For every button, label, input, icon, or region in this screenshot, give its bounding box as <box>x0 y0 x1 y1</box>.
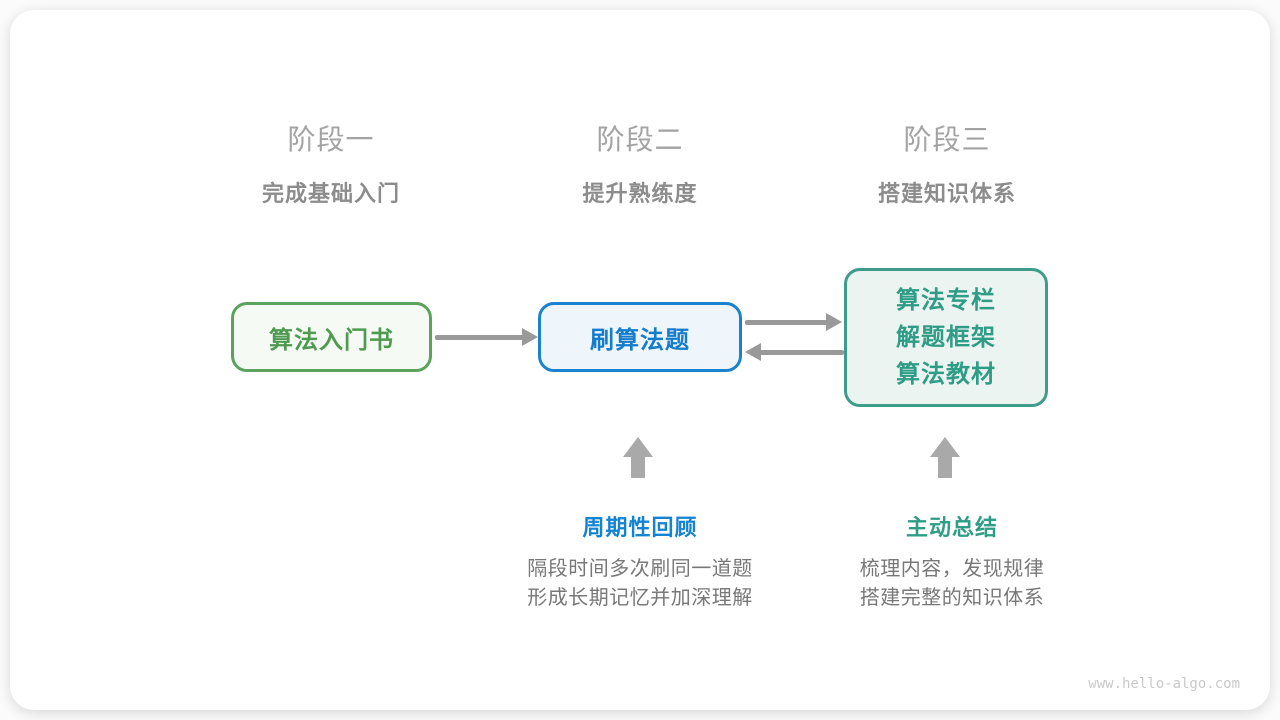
stage-3-subtitle: 搭建知识体系 <box>877 181 1016 206</box>
arrow-practice-to-resources-shaft <box>745 320 829 325</box>
arrow-up-stem <box>631 457 645 478</box>
arrow-right-icon <box>826 313 842 331</box>
node-resources-line-2: 解题框架 <box>896 324 996 351</box>
node-practice-problems-label: 刷算法题 <box>590 326 690 354</box>
node-practice-problems: 刷算法题 <box>538 302 742 372</box>
stage-1-subtitle: 完成基础入门 <box>261 181 400 206</box>
arrow-up-icon <box>623 437 653 457</box>
node-resources-line-1: 算法专栏 <box>896 287 996 314</box>
stage-3-title: 阶段三 <box>903 124 991 155</box>
annotation-review-desc-line-1: 隔段时间多次刷同一道题 <box>527 558 753 580</box>
node-intro-book: 算法入门书 <box>231 302 432 372</box>
node-intro-book-label: 算法入门书 <box>269 326 394 354</box>
arrow-right-icon <box>522 328 538 346</box>
arrow-up-stem <box>938 457 952 478</box>
stage-1-title: 阶段一 <box>287 124 375 155</box>
annotation-summarize-desc-line-2: 搭建完整的知识体系 <box>859 587 1045 609</box>
watermark: www.hello-algo.com <box>1088 676 1240 692</box>
node-resources-line-3: 算法教材 <box>896 361 996 388</box>
arrow-up-icon <box>930 437 960 457</box>
stage-2-subtitle: 提升熟练度 <box>582 181 698 206</box>
diagram-card: 阶段一 阶段二 阶段三 完成基础入门 提升熟练度 搭建知识体系 算法入门书 刷算… <box>10 10 1270 710</box>
annotation-summarize-desc-line-1: 梳理内容，发现规律 <box>859 558 1045 580</box>
arrow-left-icon <box>745 343 761 361</box>
annotation-review-title: 周期性回顾 <box>582 515 698 540</box>
node-knowledge-resources: 算法专栏 解题框架 算法教材 <box>844 268 1048 407</box>
annotation-review-desc-line-2: 形成长期记忆并加深理解 <box>527 587 753 609</box>
annotation-summarize-title: 主动总结 <box>905 515 998 540</box>
arrow-resources-to-practice-shaft <box>760 350 844 355</box>
arrow-book-to-practice-shaft <box>435 335 525 340</box>
stage-2-title: 阶段二 <box>596 124 684 155</box>
